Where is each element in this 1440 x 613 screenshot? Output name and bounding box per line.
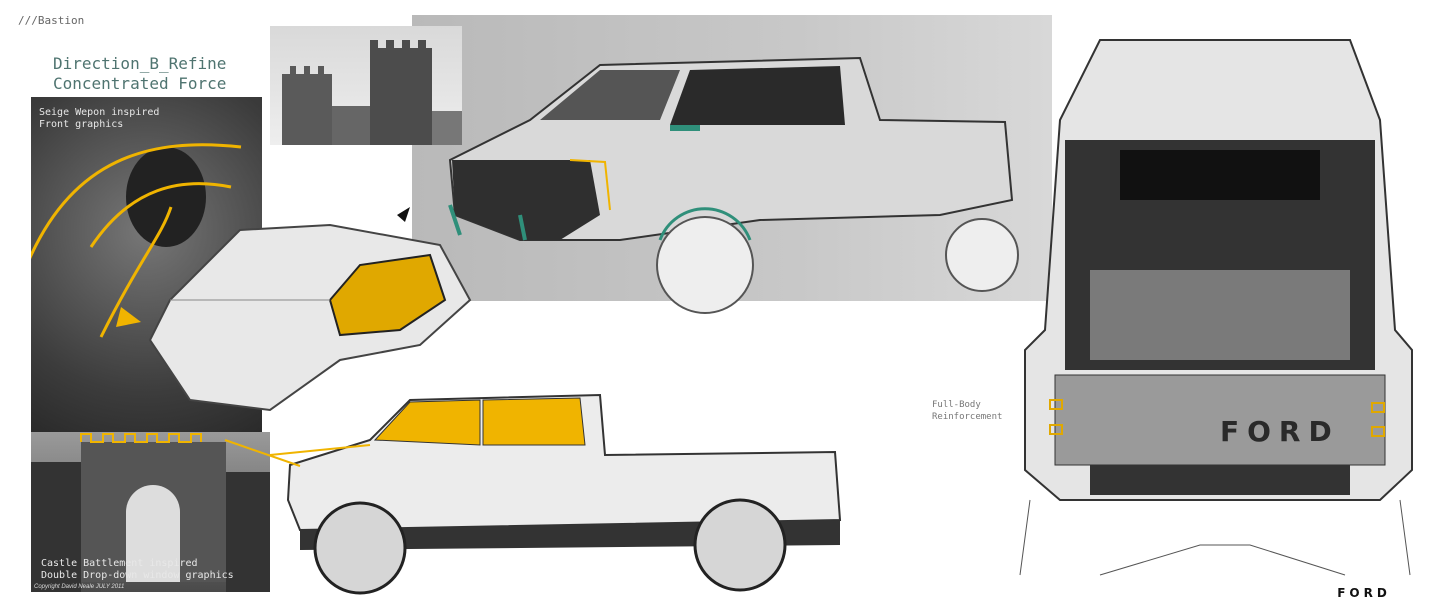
- title-line-1: Direction_B_Refine: [53, 54, 227, 73]
- siege-arrows-graphic: [31, 143, 242, 338]
- truck-side-view: [224, 393, 842, 595]
- castle-towers-image: [282, 40, 462, 145]
- tailgate-ford-logo: FORD: [1220, 415, 1340, 448]
- castle-caption-line-2: Double Drop-down window graphics: [41, 570, 234, 581]
- title-line-2: Concentrated Force: [53, 74, 227, 93]
- arrow-marker: [397, 207, 410, 222]
- project-label: ///Bastion: [18, 14, 85, 27]
- copyright: Copyright David Neale JULY 2011: [34, 584, 125, 590]
- page-title: Direction_B_Refine Concentrated Force: [53, 54, 226, 94]
- siege-caption-line-2: Front graphics: [39, 119, 124, 130]
- castle-caption-line-1: Castle Battlement inspired: [41, 558, 198, 569]
- truck-three-quarter-view: [448, 56, 1019, 314]
- note-line-1: Full-Body: [932, 400, 981, 410]
- note-line-2: Reinforcement: [932, 412, 1003, 422]
- castle-towers-photo: [270, 26, 462, 145]
- siege-caption-line-1: Seige Wepon inspired: [39, 107, 160, 118]
- truck-rear-view: [1019, 39, 1413, 576]
- ford-corner-logo: FORD: [1337, 586, 1391, 600]
- castle-gate-image: [31, 433, 270, 592]
- truck-top-angled-view: [148, 223, 472, 412]
